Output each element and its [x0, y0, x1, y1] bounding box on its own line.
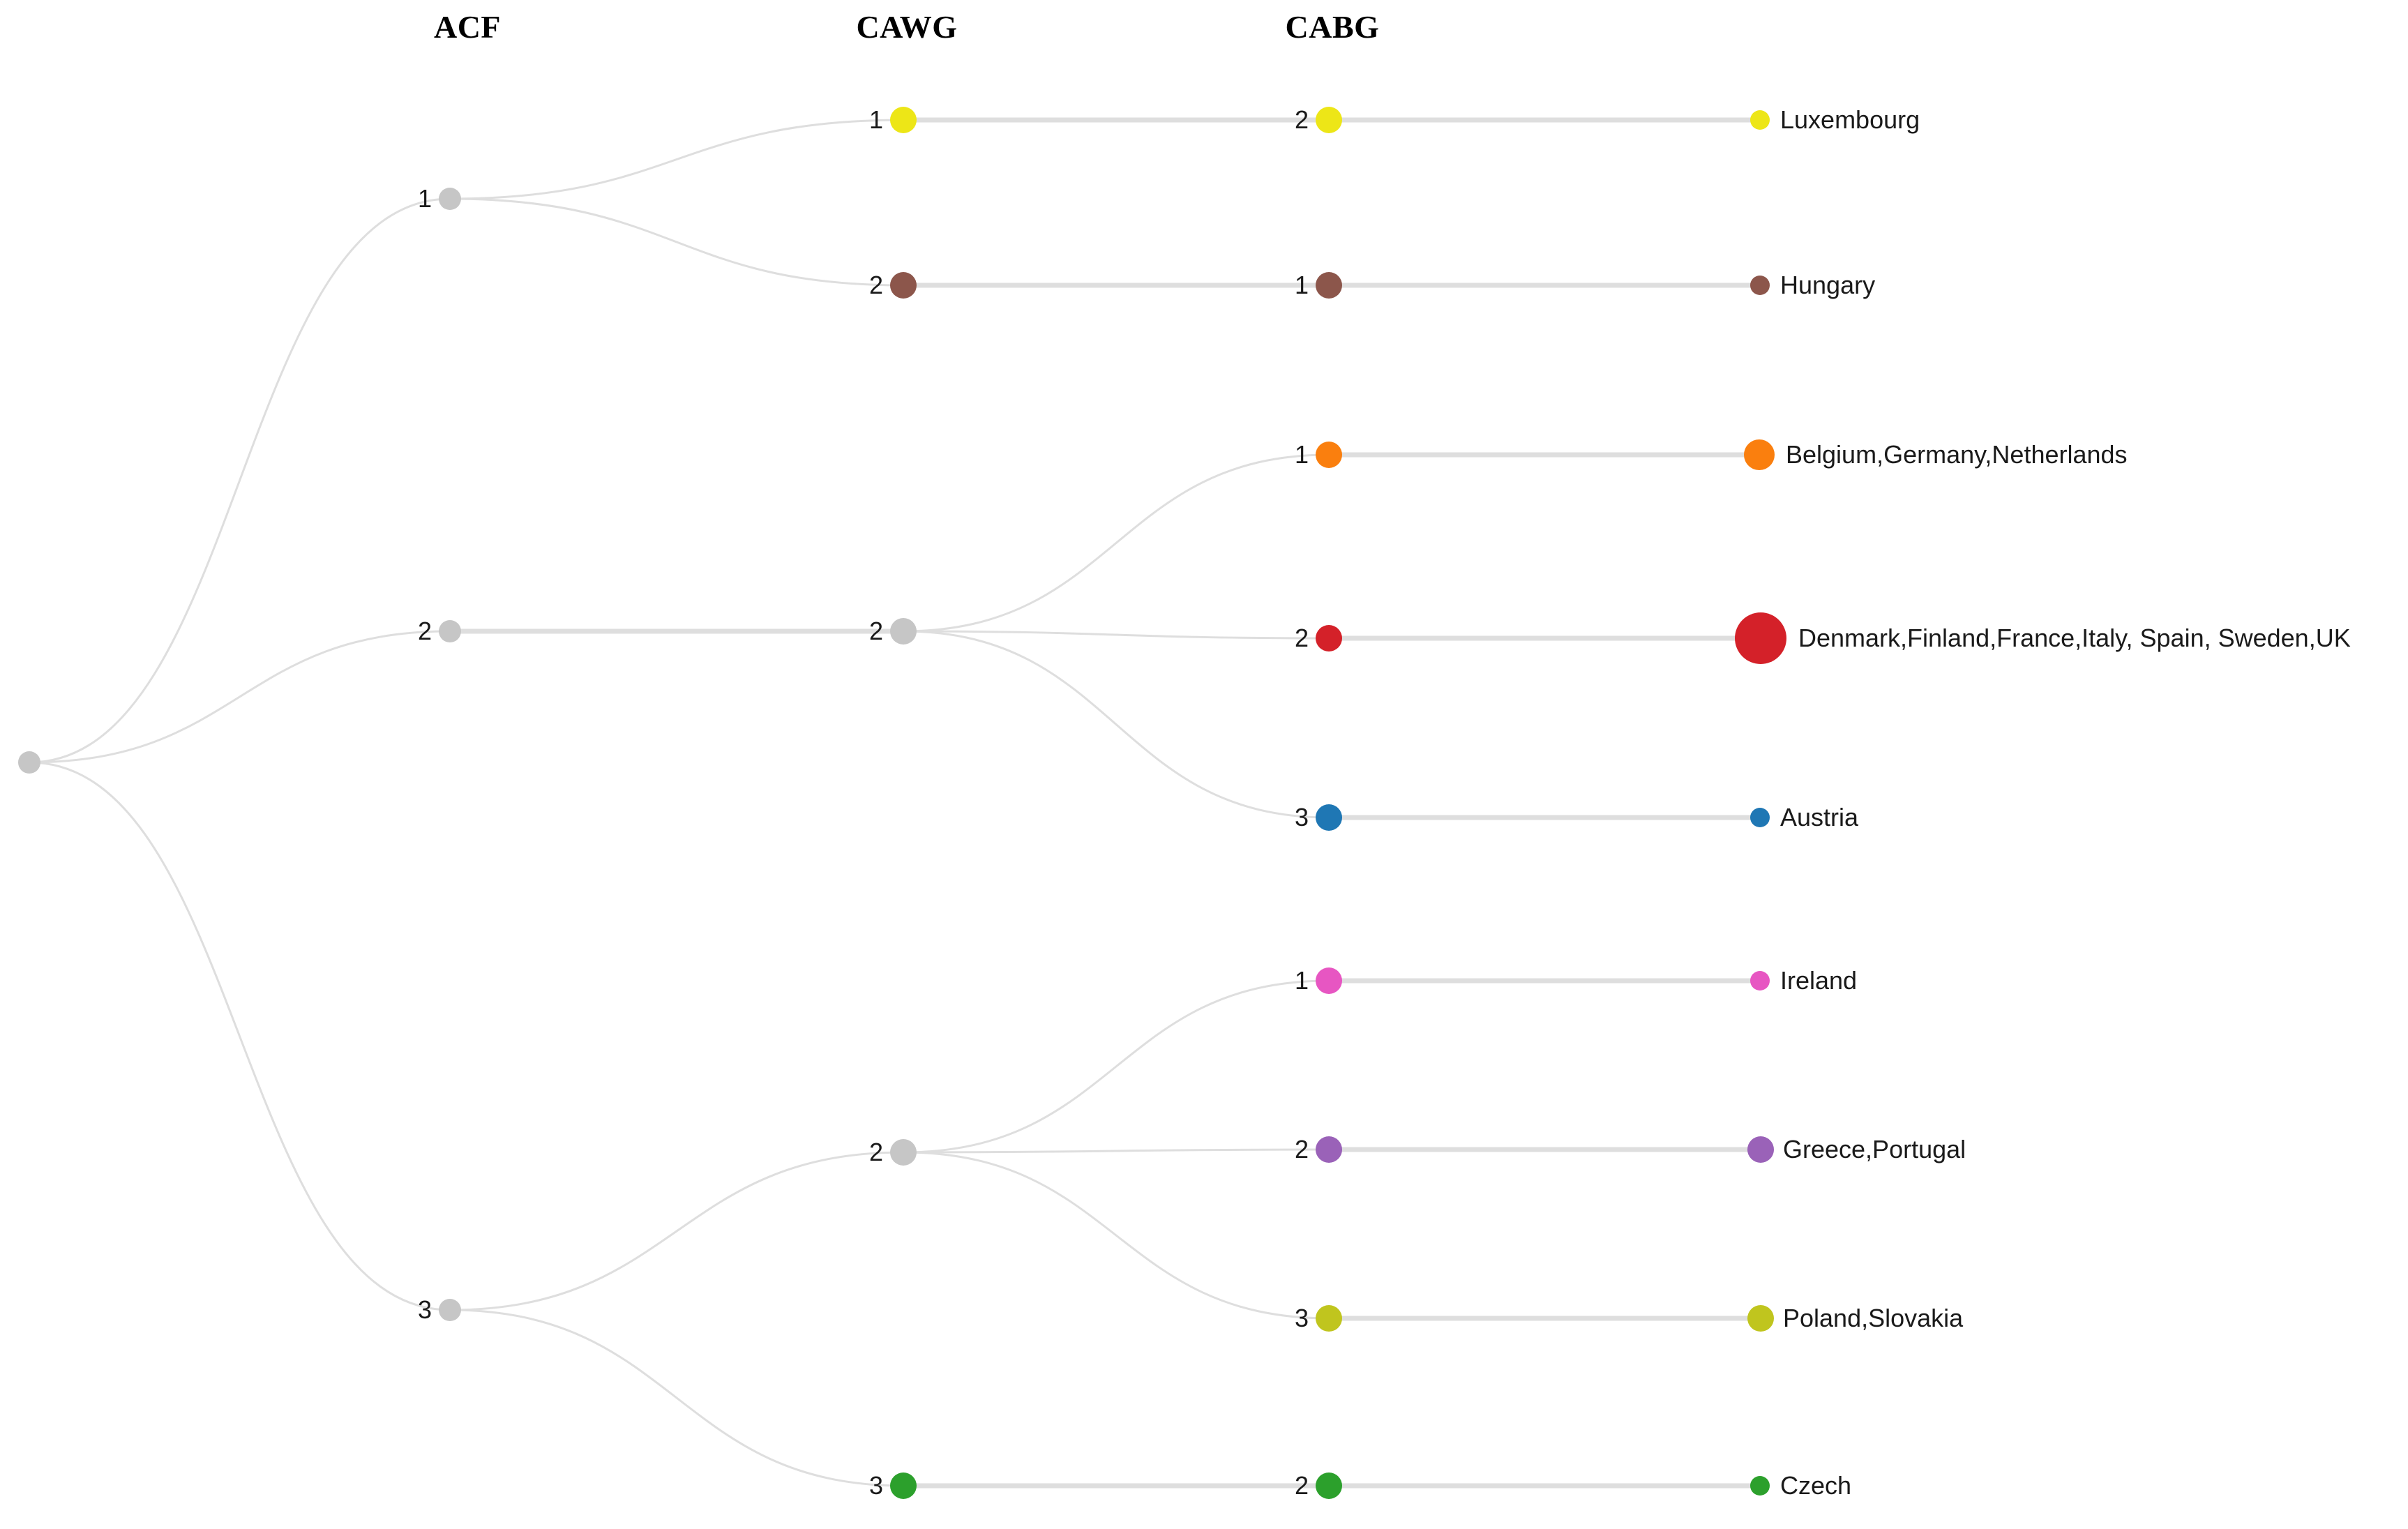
tree-node-cabg8[interactable]	[1316, 1305, 1342, 1332]
tree-link	[903, 453, 1330, 633]
column-header-acf: ACF	[433, 9, 502, 45]
tree-node-cabg2[interactable]	[1316, 272, 1342, 299]
nodes-group	[18, 107, 1786, 1499]
tree-node-cabg5[interactable]	[1316, 804, 1342, 831]
node-index-cawg3: 2	[868, 617, 883, 645]
leaf-label-leaf-bgn: Belgium,Germany,Netherlands	[1786, 440, 2128, 469]
leaf-label-leaf-luxembourg: Luxembourg	[1780, 105, 1920, 134]
leaf-label-leaf-greece-port: Greece,Portugal	[1783, 1135, 1966, 1163]
tree-link	[29, 197, 451, 764]
leaf-node-leaf-greece-port[interactable]	[1747, 1136, 1774, 1163]
leaf-node-leaf-luxembourg[interactable]	[1750, 110, 1770, 130]
tree-link	[449, 1151, 904, 1311]
tree-node-cabg4[interactable]	[1316, 625, 1342, 651]
leaf-label-leaf-ireland: Ireland	[1780, 966, 1858, 995]
tree-link	[29, 761, 451, 1311]
node-index-acf2: 2	[417, 617, 432, 645]
column-header-cawg: CAWG	[856, 9, 958, 45]
node-index-cawg2: 2	[868, 271, 883, 299]
tree-link	[903, 630, 1330, 819]
node-index-cabg8: 3	[1294, 1304, 1309, 1332]
leaf-node-leaf-bgn[interactable]	[1744, 439, 1775, 470]
leaf-node-leaf-hungary[interactable]	[1750, 276, 1770, 295]
tree-node-cabg1[interactable]	[1316, 107, 1342, 133]
leaf-node-leaf-czech[interactable]	[1750, 1476, 1770, 1496]
leaf-node-leaf-austria[interactable]	[1750, 808, 1770, 827]
node-index-cawg4: 2	[868, 1138, 883, 1166]
leaf-label-leaf-dffisu: Denmark,Finland,France,Italy, Spain, Swe…	[1798, 624, 2351, 652]
leaf-label-leaf-czech: Czech	[1780, 1471, 1852, 1500]
tree-node-cawg4[interactable]	[890, 1139, 917, 1166]
node-index-cabg3: 1	[1294, 440, 1309, 469]
node-index-cabg2: 1	[1294, 271, 1309, 299]
tree-link	[449, 197, 904, 287]
links-group	[29, 117, 1761, 1489]
tree-node-acf2[interactable]	[439, 620, 461, 642]
node-index-cabg1: 2	[1294, 105, 1309, 134]
tree-link	[903, 1151, 1330, 1320]
tree-node-cabg6[interactable]	[1316, 967, 1342, 994]
leaf-label-leaf-hungary: Hungary	[1780, 271, 1876, 299]
node-index-cabg7: 2	[1294, 1135, 1309, 1163]
tree-link	[903, 630, 1330, 640]
tree-node-cabg9[interactable]	[1316, 1472, 1342, 1499]
leaf-node-leaf-poland-slov[interactable]	[1747, 1305, 1774, 1332]
leaf-node-leaf-dffisu[interactable]	[1735, 612, 1786, 664]
leaf-label-leaf-austria: Austria	[1780, 803, 1859, 831]
root-node[interactable]	[18, 751, 40, 774]
leaf-label-leaf-poland-slov: Poland,Slovakia	[1783, 1304, 1964, 1332]
tree-node-acf1[interactable]	[439, 188, 461, 210]
tree-link	[903, 1148, 1330, 1154]
node-index-cawg1: 1	[868, 105, 883, 134]
tree-link	[449, 1309, 904, 1487]
tree-node-cawg2[interactable]	[890, 272, 917, 299]
node-index-acf3: 3	[417, 1295, 432, 1324]
tree-node-acf3[interactable]	[439, 1299, 461, 1321]
tree-node-cabg7[interactable]	[1316, 1136, 1342, 1163]
node-index-cabg5: 3	[1294, 803, 1309, 831]
node-index-cabg6: 1	[1294, 966, 1309, 995]
tree-node-cawg3[interactable]	[890, 618, 917, 645]
tree-node-cawg1[interactable]	[890, 107, 917, 133]
leaf-node-leaf-ireland[interactable]	[1750, 971, 1770, 991]
node-index-cawg5: 3	[868, 1471, 883, 1500]
node-index-cabg4: 2	[1294, 624, 1309, 652]
tree-node-cabg3[interactable]	[1316, 442, 1342, 468]
column-header-cabg: CABG	[1285, 9, 1380, 45]
tree-link	[449, 119, 904, 200]
node-index-cabg9: 2	[1294, 1471, 1309, 1500]
tree-link	[903, 979, 1330, 1154]
tree-link	[29, 630, 451, 764]
node-index-acf1: 1	[417, 184, 432, 213]
tree-node-cawg5[interactable]	[890, 1472, 917, 1499]
